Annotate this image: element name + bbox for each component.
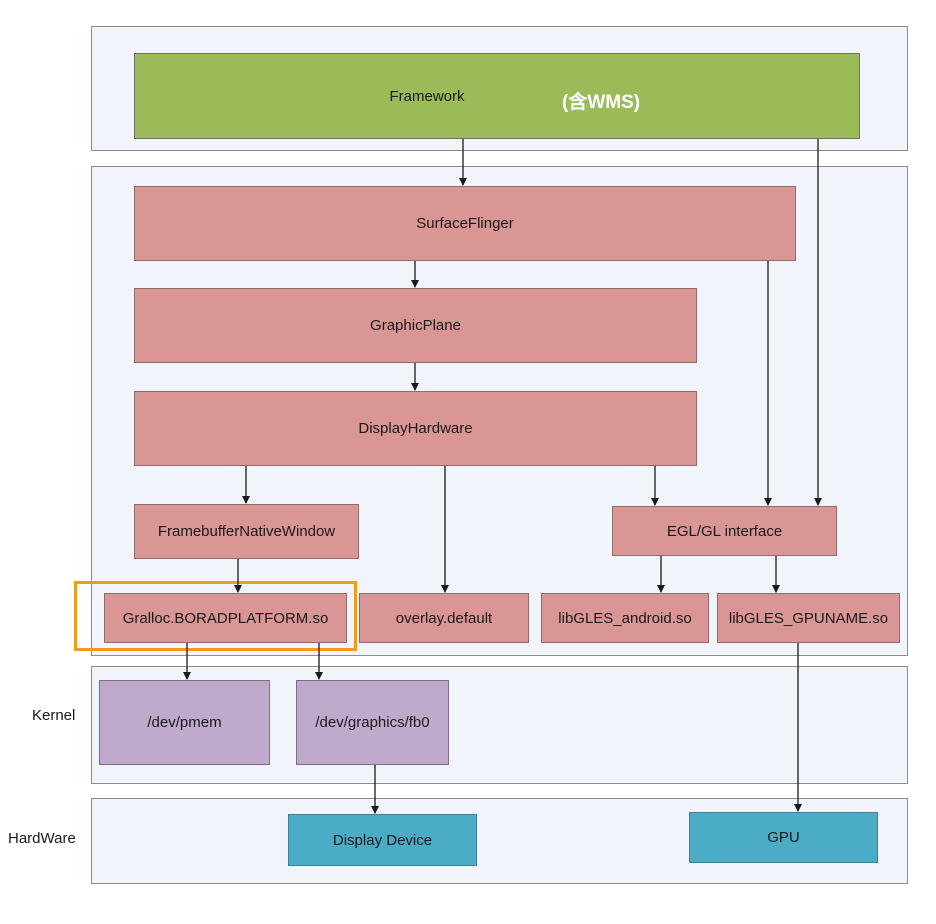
overlay-box: overlay.default (359, 593, 529, 643)
framework-wms-note: (含WMS) (562, 92, 641, 113)
kernel-label: Kernel (32, 707, 76, 724)
displayhardware-box: DisplayHardware (134, 391, 697, 466)
libgles-android-box: libGLES_android.so (541, 593, 709, 643)
pmem-box: /dev/pmem (99, 680, 270, 765)
surfaceflinger-box: SurfaceFlinger (134, 186, 796, 261)
gpu-box: GPU (689, 812, 878, 863)
framework-label: Framework (389, 87, 465, 105)
egl-box: EGL/GL interface (612, 506, 837, 556)
libgles-gpuname-box: libGLES_GPUNAME.so (717, 593, 900, 643)
gralloc-highlight-frame (74, 581, 357, 651)
framework-box: Framework (134, 53, 860, 139)
hardware-label: HardWare (8, 830, 76, 847)
display-device-box: Display Device (288, 814, 477, 866)
fbwindow-box: FramebufferNativeWindow (134, 504, 359, 559)
graphicplane-box: GraphicPlane (134, 288, 697, 363)
fb0-box: /dev/graphics/fb0 (296, 680, 449, 765)
gralloc-box: Gralloc.BORADPLATFORM.so (104, 593, 347, 643)
